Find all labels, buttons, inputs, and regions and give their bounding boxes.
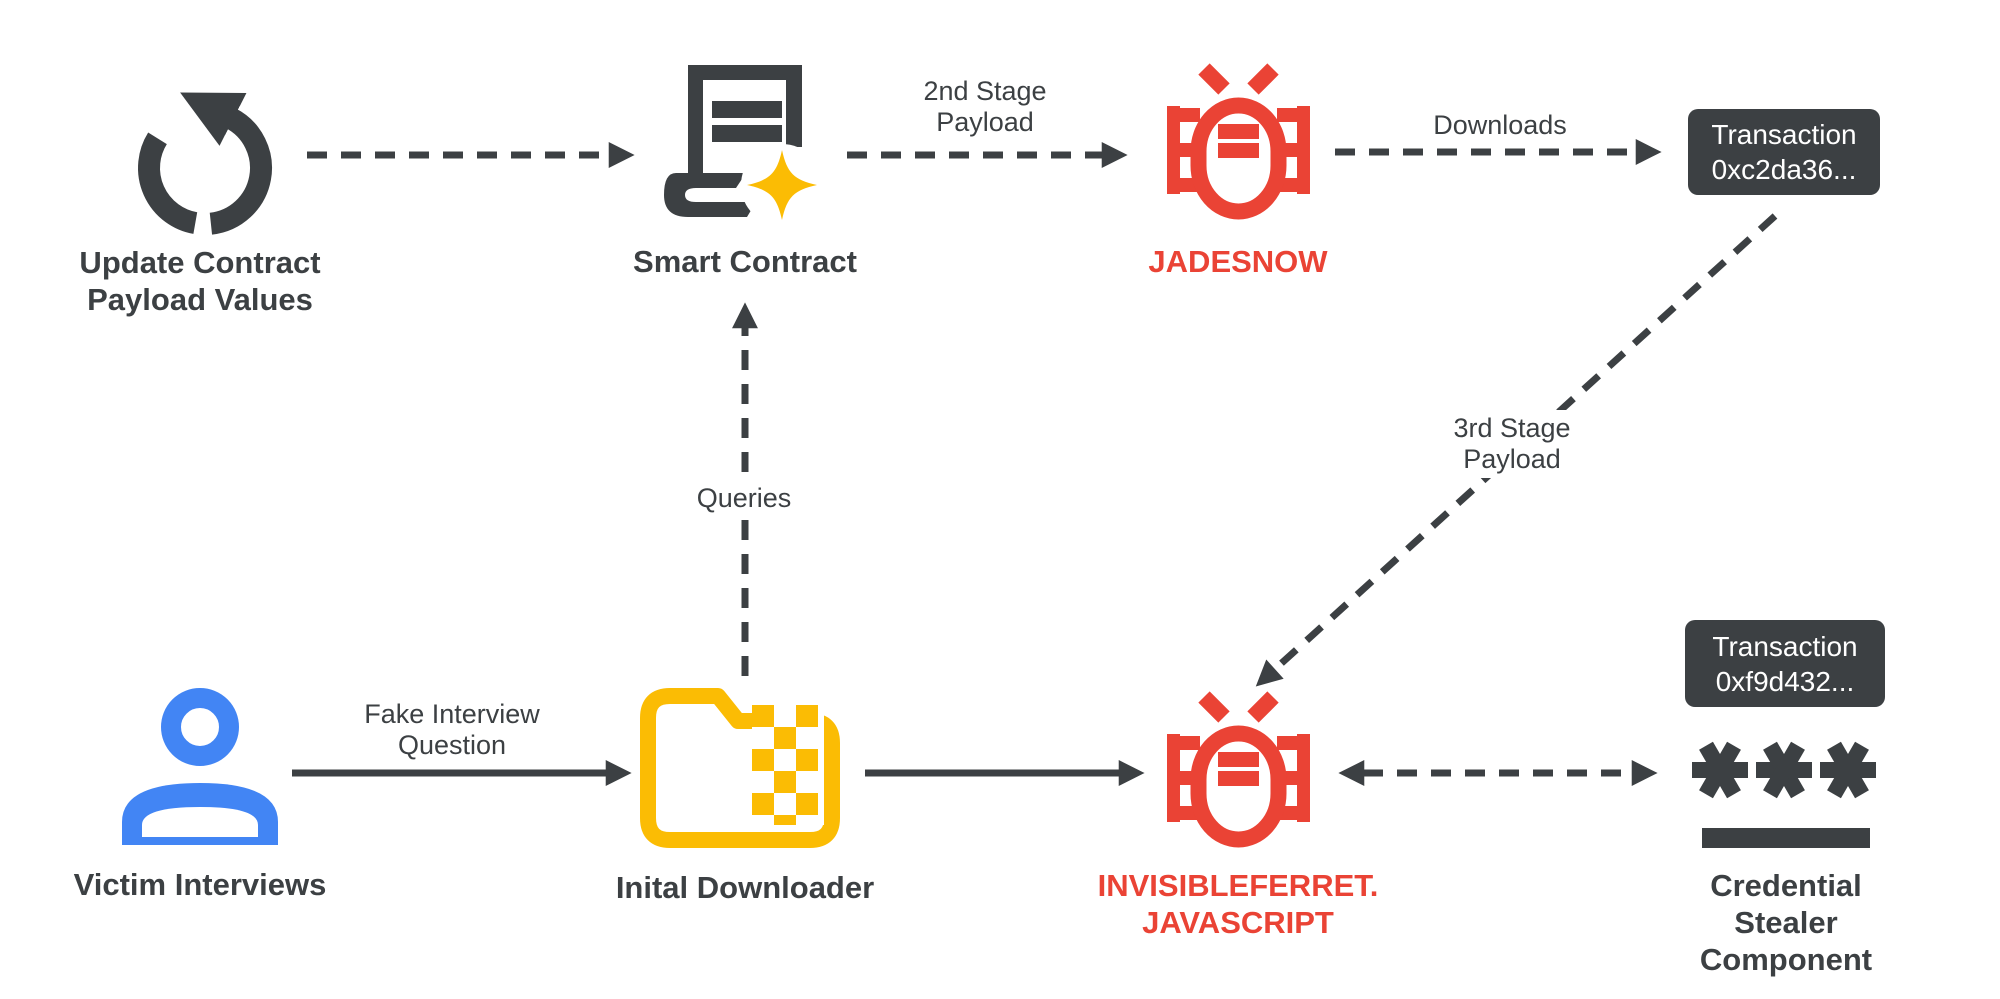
- jadesnow-label: JADESNOW: [1148, 244, 1328, 279]
- smart-contract-icon: [664, 65, 823, 225]
- contract-line-1: [712, 101, 782, 118]
- transaction-top-line1: Transaction: [1711, 119, 1857, 150]
- password-underline: [1702, 828, 1870, 848]
- transaction-chip-bottom: Transaction 0xf9d432...: [1685, 620, 1885, 707]
- invisibleferret-label: INVISIBLEFERRET. JAVASCRIPT: [1097, 868, 1379, 940]
- edge-label-fake-interview-question: Fake Interview Question: [364, 699, 540, 760]
- bug-icon-jadesnow: [1167, 63, 1310, 220]
- credential-stealer-label: Credential Stealer Component: [1699, 868, 1873, 977]
- transaction-bottom-hash: 0xf9d432...: [1715, 665, 1855, 697]
- transaction-chip-top: Transaction 0xc2da36...: [1688, 109, 1880, 195]
- sparkle-icon: [747, 150, 817, 220]
- initial-downloader-label: Inital Downloader: [615, 870, 875, 905]
- asterisk-3: [1820, 741, 1876, 799]
- password-asterisks-icon: [1692, 741, 1876, 848]
- refresh-icon: [138, 92, 272, 235]
- transaction-top-hash: 0xc2da36...: [1711, 154, 1857, 185]
- arrow-transaction-to-invisibleferret: [1255, 213, 1778, 687]
- victim-interviews-label: Victim Interviews: [73, 867, 327, 902]
- asterisk-1: [1692, 741, 1748, 799]
- zip-folder-icon: [640, 688, 840, 848]
- edge-label-queries: Queries: [684, 480, 804, 517]
- update-contract-label: Update Contract Payload Values: [79, 245, 321, 317]
- contract-line-2: [712, 125, 782, 142]
- scroll-curl: [664, 173, 756, 217]
- transaction-bottom-line1: Transaction: [1712, 630, 1858, 662]
- edge-label-3rd-stage-payload: 3rd Stage Payload: [1441, 410, 1583, 478]
- smart-contract-label: Smart Contract: [633, 244, 857, 279]
- edge-label-2nd-stage-payload: 2nd Stage Payload: [923, 76, 1047, 137]
- person-icon: [122, 688, 278, 845]
- bug-icon-invisibleferret: [1167, 691, 1310, 848]
- asterisk-2: [1756, 741, 1812, 799]
- edge-label-downloads: Downloads: [1433, 110, 1567, 140]
